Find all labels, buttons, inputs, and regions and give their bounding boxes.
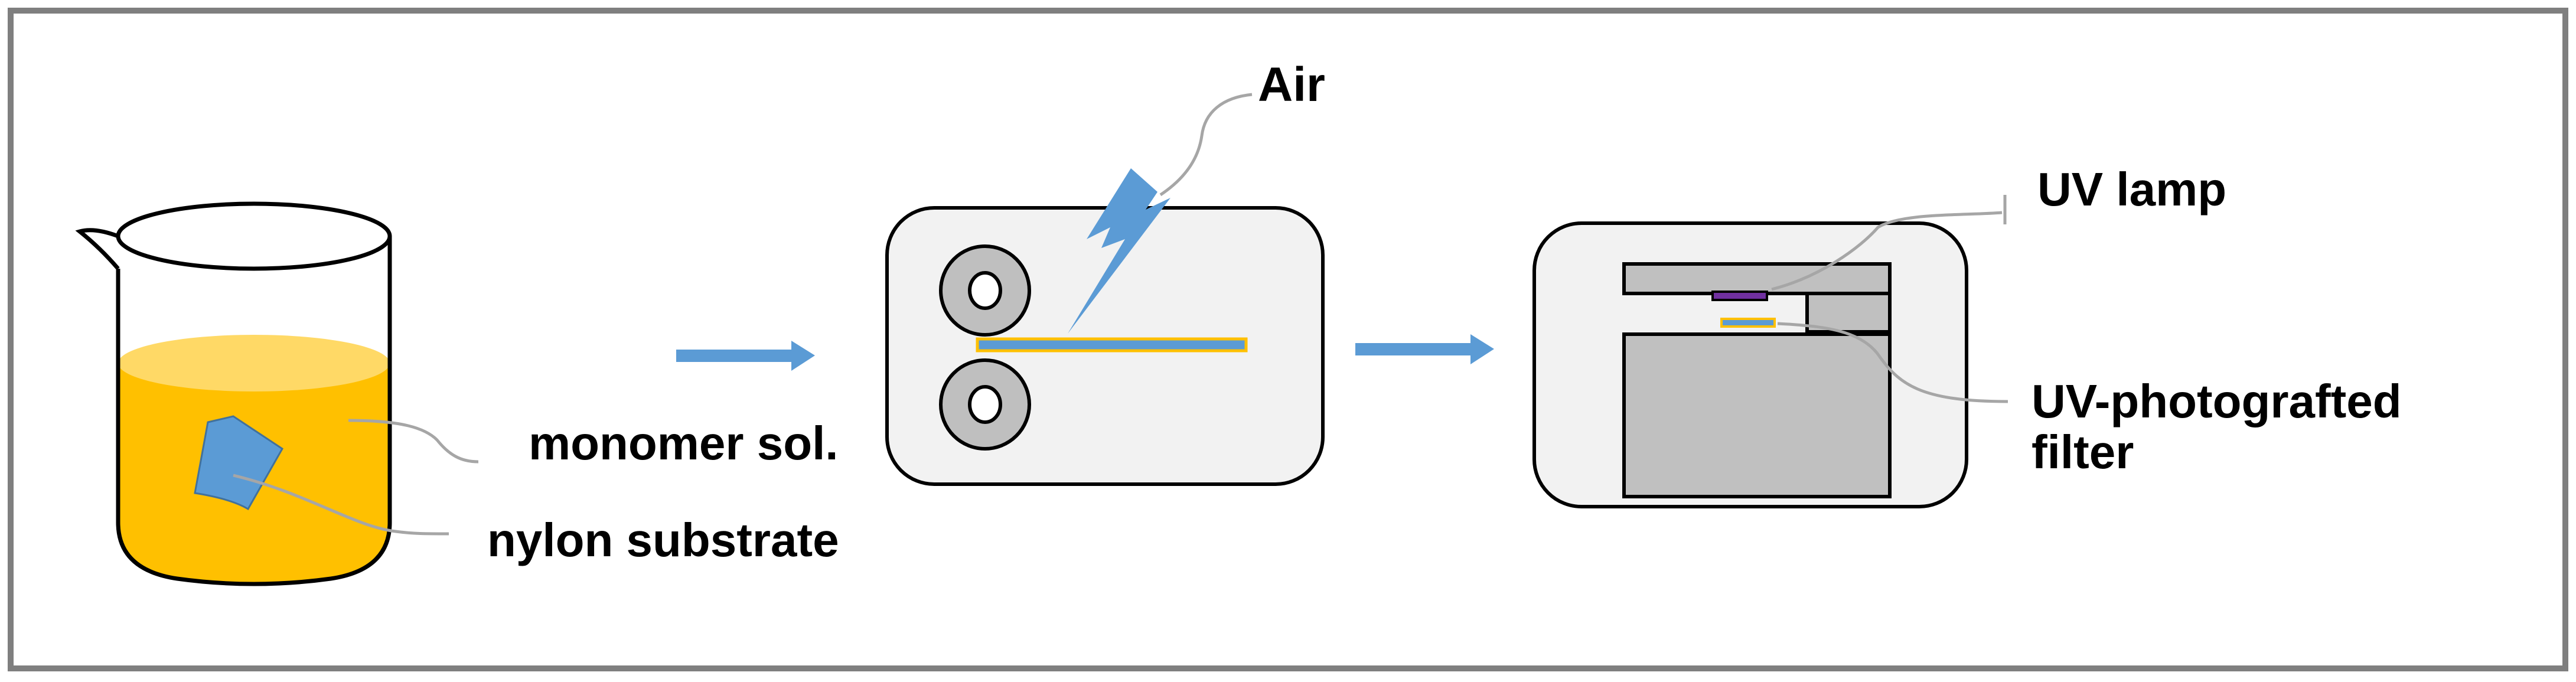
label-monomer-solution: monomer sol. (529, 417, 839, 469)
label-uv-lamp: UV lamp (2037, 163, 2227, 216)
uv-chamber-icon (1532, 195, 2008, 508)
uv-lamp (1711, 291, 1768, 301)
label-nylon-substrate: nylon substrate (487, 514, 839, 566)
beaker-rim (116, 201, 392, 271)
chamber-base (1622, 332, 1892, 498)
leader-line-uv-lamp (1771, 211, 2003, 291)
label-uv-photografted-filter: UV-photografted filter (2032, 376, 2402, 478)
right-arrow-icon (676, 341, 815, 371)
beaker-wall (116, 236, 392, 586)
solution-surface (118, 335, 390, 391)
leader-line-nylon (233, 474, 449, 536)
roller-icon (939, 244, 1031, 337)
leader-line-air (1159, 93, 1253, 197)
right-arrow-icon (1355, 334, 1494, 364)
air-drying-step (885, 93, 1325, 486)
label-air: Air (1258, 58, 1325, 112)
substrate-film (976, 337, 1248, 353)
side-block (1805, 292, 1892, 334)
outer-frame (8, 8, 2568, 671)
leader-line-filter (1777, 322, 2008, 403)
leader-line-monomer (348, 419, 479, 464)
filter-sample (1720, 318, 1776, 328)
label-filter-line2: filter (2032, 426, 2134, 479)
label-filter-line1: UV-photografted (2032, 375, 2402, 428)
beaker-icon (75, 201, 479, 586)
roller-icon (939, 358, 1031, 451)
lamp-housing (1622, 262, 1892, 295)
beaker-spout (75, 228, 120, 270)
nylon-substrate-sheet (194, 415, 283, 511)
lightning-bolt-icon (1068, 168, 1170, 334)
